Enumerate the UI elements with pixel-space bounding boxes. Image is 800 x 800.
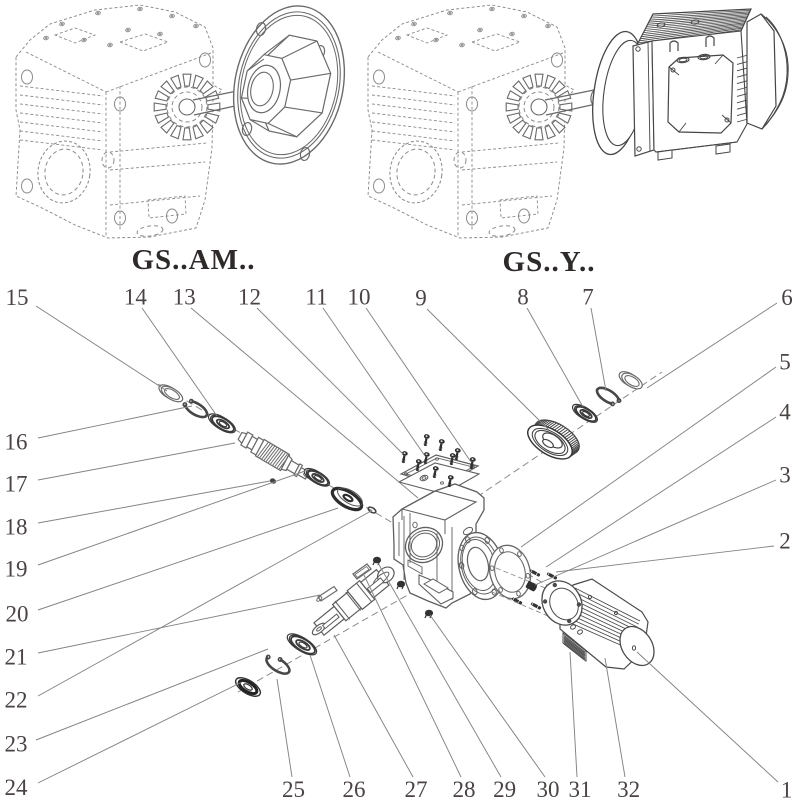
svg-text:14: 14: [124, 285, 148, 310]
svg-text:11: 11: [305, 285, 327, 310]
svg-text:31: 31: [569, 777, 592, 800]
svg-text:13: 13: [173, 285, 196, 310]
svg-text:3: 3: [779, 463, 791, 488]
svg-text:9: 9: [415, 286, 427, 311]
svg-text:24: 24: [5, 775, 29, 800]
svg-text:20: 20: [6, 602, 29, 627]
svg-text:17: 17: [5, 472, 28, 497]
svg-text:26: 26: [343, 777, 366, 800]
svg-text:4: 4: [779, 400, 791, 425]
svg-text:6: 6: [781, 285, 793, 310]
svg-text:19: 19: [5, 557, 28, 582]
svg-text:28: 28: [453, 777, 476, 800]
svg-text:GS..Y..: GS..Y..: [503, 246, 596, 278]
svg-text:27: 27: [405, 777, 428, 800]
svg-text:2: 2: [779, 529, 791, 554]
svg-text:32: 32: [617, 777, 640, 800]
svg-text:8: 8: [517, 285, 529, 310]
svg-text:16: 16: [5, 430, 28, 455]
svg-text:25: 25: [282, 777, 305, 800]
svg-text:23: 23: [5, 732, 28, 757]
svg-text:21: 21: [5, 645, 28, 670]
svg-text:22: 22: [5, 688, 28, 713]
svg-text:10: 10: [348, 285, 371, 310]
svg-text:15: 15: [6, 285, 29, 310]
svg-text:1: 1: [781, 778, 793, 800]
svg-text:7: 7: [582, 285, 594, 310]
svg-text:18: 18: [5, 515, 28, 540]
svg-text:12: 12: [238, 285, 261, 310]
svg-text:29: 29: [493, 777, 516, 800]
svg-text:5: 5: [779, 350, 791, 375]
svg-text:GS..AM..: GS..AM..: [132, 244, 256, 276]
svg-text:30: 30: [537, 777, 560, 800]
